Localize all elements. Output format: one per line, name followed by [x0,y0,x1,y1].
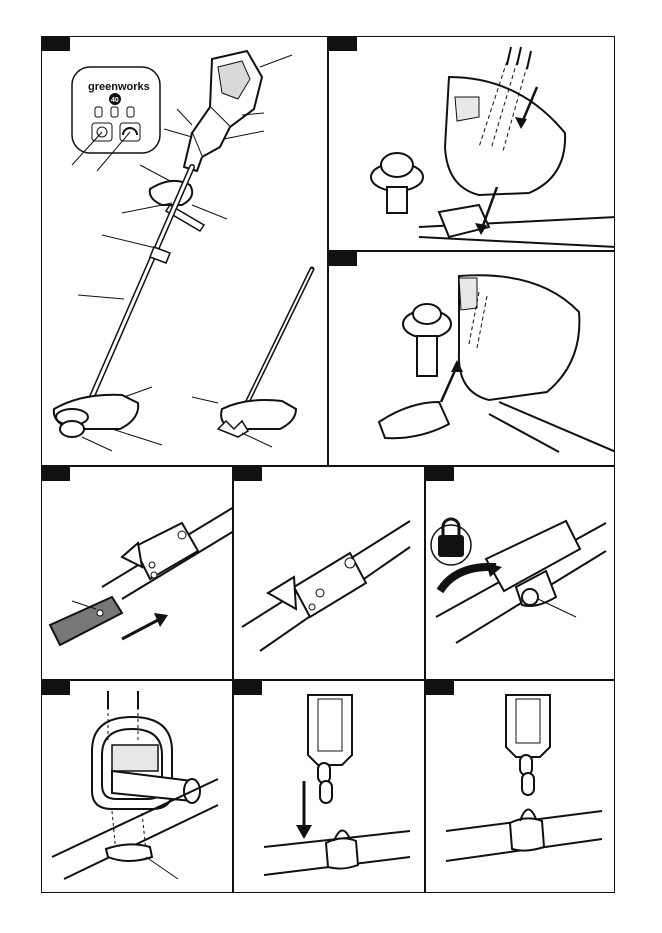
trimmer-overview-illustration: greenworks 40 [42,37,328,466]
strap-attached-illustration [426,681,615,893]
guard-screws-illustration [329,37,615,251]
control-panel-inset [72,67,160,153]
strap-hook [520,755,532,775]
guard-right [221,400,296,429]
spool-head [60,421,84,437]
mounting-bracket [379,402,449,438]
guard [445,77,565,195]
strap-ring [510,818,544,850]
shoulder-strap [308,695,352,765]
guard-alt-illustration [329,252,615,466]
shoulder-strap [506,695,550,757]
panel-shaft-insert [41,466,233,680]
arrow-right-icon [122,619,160,639]
battery-badge-text: 40 [111,97,119,104]
panel-strap-attach [233,680,425,893]
handle-mount-illustration [42,681,233,893]
screw-icon [527,51,531,69]
panel-shaft-coupled [233,466,425,680]
strap-ring [326,838,358,868]
clamp-plate [106,844,152,861]
screw-icon [507,47,511,65]
shaft-coupled-illustration [234,467,425,680]
panel-handle-mount [41,680,233,893]
panel-overview: greenworks 40 [41,36,328,466]
panel-guard-alt [328,251,615,466]
panel-shaft-lock [425,466,615,680]
panel-strap-attached [425,680,615,893]
lock-icon [438,535,464,557]
coupler-housing [134,523,198,579]
shaft-tube [50,597,122,645]
strap-attach-illustration [234,681,425,893]
brand-logo: greenworks [88,81,150,93]
shaft-lock-illustration [426,467,615,680]
shaft-insert-illustration [42,467,233,680]
panel-guard-screws [328,36,615,251]
strap-hook [318,763,330,783]
screw-icon [517,47,521,65]
